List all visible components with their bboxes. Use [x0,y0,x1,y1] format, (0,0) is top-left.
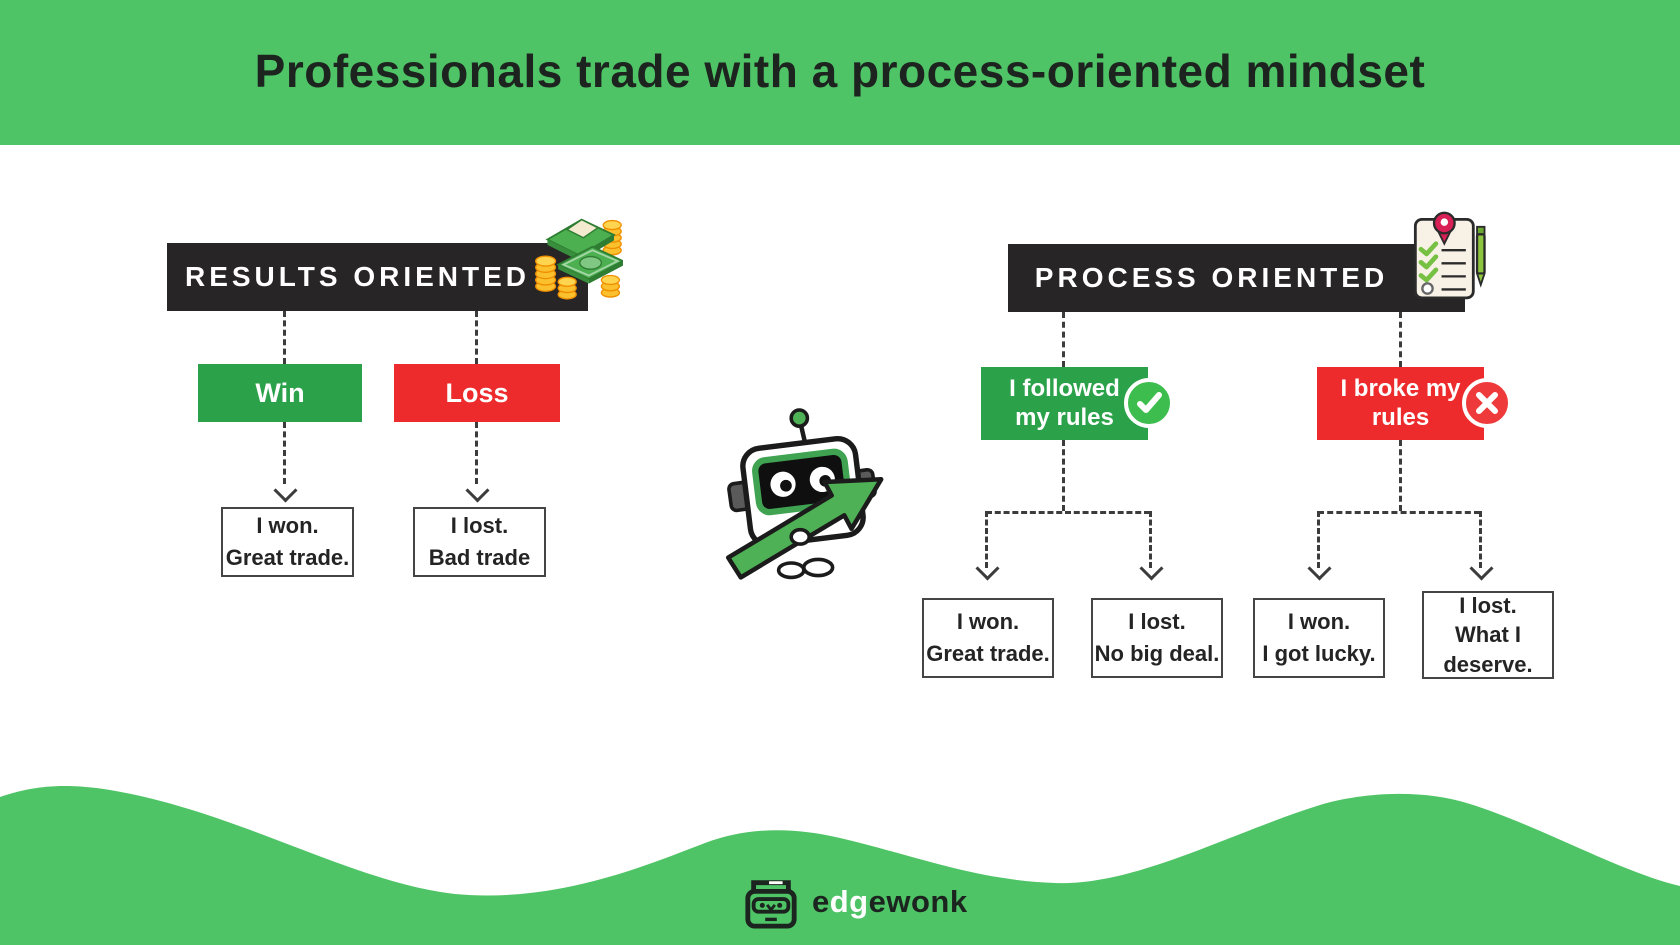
outcome-line: What I [1455,622,1521,648]
outcome-line: I lost. [1128,609,1186,635]
outcome-won-got-lucky-box: I won. I got lucky. [1253,598,1385,678]
broke-rules-line: I broke my [1340,374,1461,402]
connector-process-to-broke [1399,312,1402,367]
outcome-line: I won. [956,609,1020,635]
broke-rules-box: I broke my rules [1317,367,1484,440]
outcome-line: Great trade. [926,641,1050,666]
outcome-line: I got lucky. [1262,641,1376,666]
outcome-won-great-trade-box: I won. Great trade. [221,507,354,577]
win-label: Win [255,377,305,408]
outcome-line: I won. [256,513,319,539]
edgewonk-wordmark: edgewonk [812,884,968,920]
broke-rules-line: rules [1371,403,1430,431]
loss-box: Loss [394,364,560,422]
checklist-icon [1413,211,1486,300]
connector-broke-stem [1399,440,1402,511]
followed-rules-box: I followed my rules [981,367,1148,440]
connector-followed-branch [986,511,1150,514]
followed-rules-line: my rules [1015,403,1114,431]
connector-drop [1317,511,1320,568]
cross-badge-icon [1462,378,1512,428]
wave-graphic [0,786,1680,945]
connector-process-to-followed [1062,312,1065,367]
wordmark-part: e [812,884,830,919]
edgewonk-logo-icon [745,880,797,929]
edgewonk-logo: edgewonk [740,874,968,930]
win-box: Win [198,364,362,422]
arrowhead-down-icon [1139,556,1164,581]
process-oriented-banner-label: PROCESS ORIENTED [1034,262,1389,293]
connector-broke-branch [1318,511,1480,514]
wordmark-part: ewonk [868,884,968,919]
arrowhead-down-icon [465,478,490,503]
followed-rules-line: I followed [1009,374,1120,402]
header-band [0,0,1680,145]
outcome-line: Bad trade [428,545,531,570]
arrowhead-down-icon [273,478,298,503]
connector-drop [1479,511,1482,568]
wordmark-part: dg [829,884,869,919]
outcome-lost-no-big-deal-box: I lost. No big deal. [1091,598,1223,678]
check-badge-icon [1124,378,1174,428]
results-oriented-banner: RESULTS ORIENTED [167,243,588,311]
money-stack-icon [535,218,623,300]
connector-drop [985,511,988,568]
connector-results-to-win [283,311,286,364]
connector-loss-to-outcome [475,422,478,484]
outcome-line: I won. [1287,609,1351,635]
page-title: Professionals trade with a process-orien… [254,45,1426,97]
outcome-line: I lost. [1459,593,1517,619]
connector-win-to-outcome [283,422,286,484]
arrowhead-down-icon [1469,556,1494,581]
loss-label: Loss [445,377,509,408]
outcome-won-great-trade-box: I won. Great trade. [922,598,1054,678]
outcome-line: I lost. [450,513,509,539]
arrowhead-down-icon [975,556,1000,581]
connector-drop [1149,511,1152,568]
outcome-line: deserve. [1443,651,1533,677]
cross-icon [1476,392,1498,414]
outcome-line: Great trade. [225,545,350,570]
results-oriented-banner-label: RESULTS ORIENTED [184,261,531,292]
outcome-line: No big deal. [1094,641,1220,666]
robot-mascot-icon [725,408,884,580]
outcome-lost-deserve-box: I lost. What I deserve. [1422,591,1554,679]
outcome-lost-bad-trade-box: I lost. Bad trade [413,507,546,577]
arrowhead-down-icon [1307,556,1332,581]
check-icon [1137,392,1162,413]
connector-results-to-loss [475,311,478,364]
process-oriented-banner: PROCESS ORIENTED [1008,244,1465,312]
connector-followed-stem [1062,440,1065,511]
